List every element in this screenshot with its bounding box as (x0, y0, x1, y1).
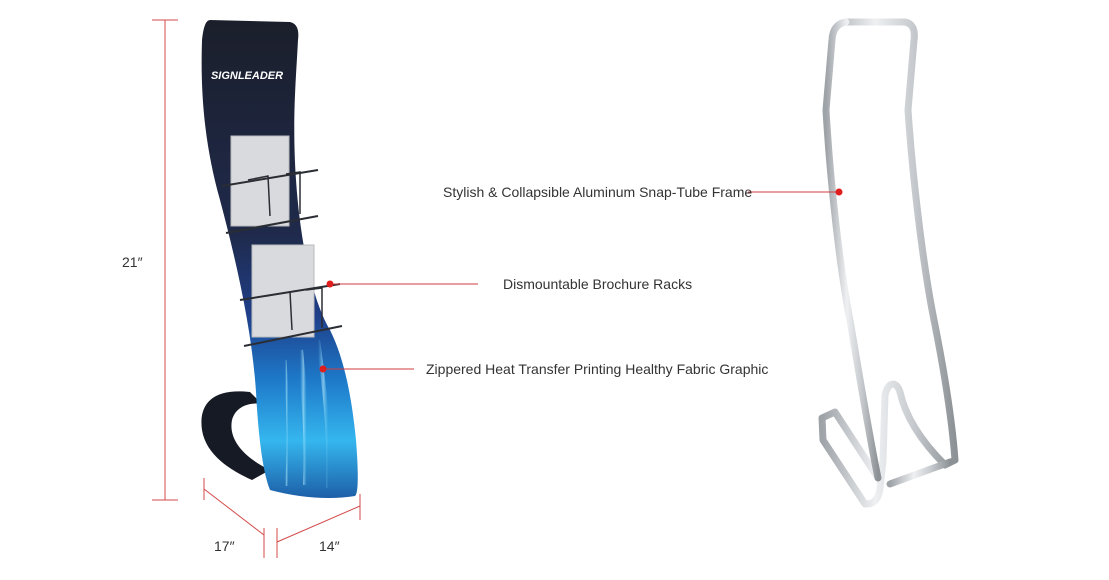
frame-callout-label: Stylish & Collapsible Aluminum Snap-Tube… (443, 184, 753, 200)
callout-frame (748, 188, 843, 196)
height-label: 21″ (122, 254, 143, 270)
width-left-label: 17″ (214, 538, 235, 554)
fabric-light-streaks (283, 339, 331, 489)
brochure-rack-lower (239, 244, 343, 347)
height-dimension (152, 19, 178, 501)
callout-racks (326, 280, 478, 288)
width-dimension (203, 478, 361, 558)
callout-graphic (319, 365, 414, 373)
stand-base (201, 391, 270, 480)
width-right-label: 14″ (319, 538, 340, 554)
aluminum-frame (818, 18, 959, 508)
graphic-callout-label: Zippered Heat Transfer Printing Healthy … (426, 361, 769, 377)
racks-callout-label: Dismountable Brochure Racks (503, 276, 693, 292)
brochure-rack-upper (221, 135, 319, 234)
brand-logo: SIGNLEADER (211, 70, 283, 82)
